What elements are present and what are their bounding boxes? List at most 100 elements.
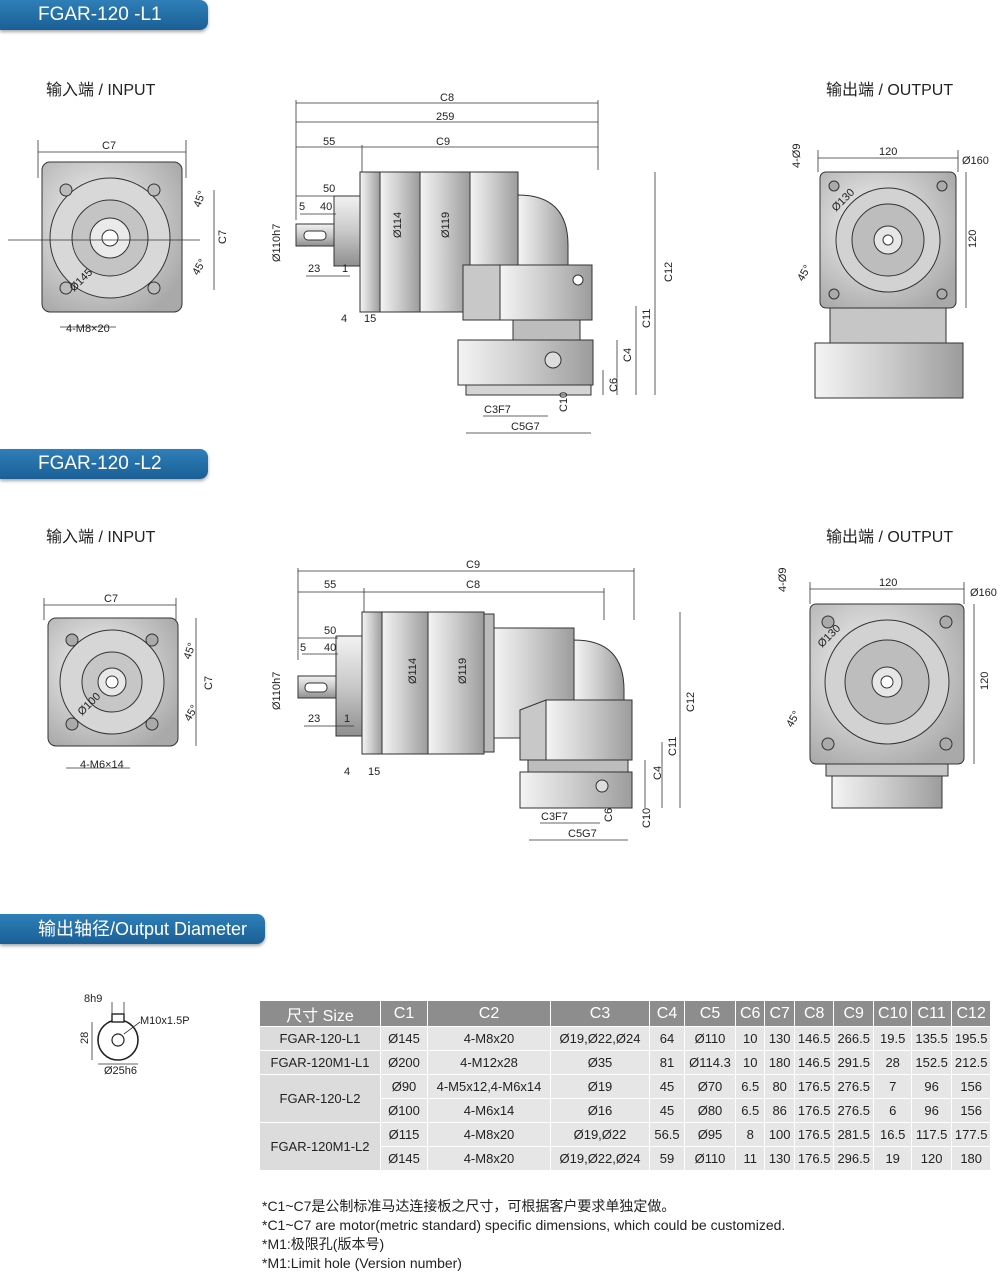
- cell-c1: Ø200: [380, 1050, 428, 1075]
- cell-c8: 146.5: [793, 1026, 835, 1051]
- cell-c6: 10: [734, 1026, 766, 1051]
- footnotes: *C1~C7是公制标准马达连接板之尺寸，可根据客户要求单独定做。 *C1~C7 …: [262, 1197, 785, 1273]
- section-title-l1: FGAR-120 -L1: [0, 0, 208, 30]
- l2-output-h120: 120: [979, 672, 991, 690]
- cell-c12: 156: [950, 1074, 992, 1099]
- header-size: 尺寸 Size: [259, 1000, 381, 1027]
- cell-c7: 100: [764, 1122, 795, 1147]
- cell-c6: 10: [734, 1050, 766, 1075]
- l1-output-h120: 120: [967, 230, 979, 248]
- l2-input-c7-side: C7: [203, 676, 215, 690]
- l2-input-c7-top: C7: [104, 593, 118, 605]
- shaft-height: 28: [79, 1032, 91, 1044]
- cell-c7: 80: [764, 1074, 795, 1099]
- cell-c10: 6: [872, 1098, 913, 1123]
- l1-side-c11: C11: [641, 309, 653, 328]
- l2-side-shaft: Ø110h7: [271, 672, 283, 710]
- l1-input-c7-side: C7: [217, 230, 229, 244]
- cell-c12: 156: [950, 1098, 992, 1123]
- header-c5: C5: [684, 1000, 736, 1027]
- cell-c11: 135.5: [911, 1026, 952, 1051]
- l1-output-angle: 45°: [795, 263, 814, 283]
- cell-c12: 180: [950, 1146, 992, 1171]
- header-c9: C9: [833, 1000, 874, 1027]
- cell-c1: Ø100: [380, 1098, 428, 1123]
- cell-c11: 152.5: [911, 1050, 952, 1075]
- cell-c4: 56.5: [649, 1122, 685, 1147]
- l1-side-c10: C10: [558, 392, 570, 412]
- l1-output-view: 120 Ø160 4-Ø9 Ø130 120 45°: [791, 144, 989, 399]
- cell-c8: 146.5: [793, 1050, 835, 1075]
- l2-input-holes: 4-M6×14: [80, 759, 124, 771]
- l2-side-d114: Ø114: [407, 658, 419, 684]
- header-c6: C6: [734, 1000, 766, 1027]
- cell-c3: Ø35: [550, 1050, 650, 1075]
- cell-c4: 45: [649, 1098, 685, 1123]
- cell-c6: 6.5: [734, 1098, 766, 1123]
- l1-side-55: 55: [323, 136, 335, 148]
- l1-input-c7-top: C7: [102, 140, 116, 152]
- l1-side-5: 5: [299, 201, 305, 213]
- cell-c2: 4-M5x12,4-M6x14: [427, 1074, 551, 1099]
- l2-side-5: 5: [300, 642, 306, 654]
- cell-c7: 180: [764, 1050, 795, 1075]
- l1-side-d119: Ø119: [440, 212, 452, 238]
- l2-output-view: 120 Ø160 4-Ø9 Ø130 120 45°: [777, 568, 997, 809]
- cell-c5: Ø114.3: [684, 1050, 736, 1075]
- output-label-l2: 输出端 / OUTPUT: [826, 529, 954, 546]
- table-row: FGAR-120M1-L2 Ø115 4-M8x20 Ø19,Ø22 56.5 …: [259, 1122, 992, 1171]
- cell-c6: 11: [734, 1146, 766, 1171]
- l1-input-view: C7 C7 45° 45° Ø145 4-M8×20: [8, 140, 229, 335]
- cell-c10: 7: [872, 1074, 913, 1099]
- shaft-key: 8h9: [84, 993, 102, 1005]
- cell-c4: 81: [649, 1050, 685, 1075]
- header-c4: C4: [649, 1000, 685, 1027]
- l1-side-15: 15: [364, 313, 376, 325]
- l1-side-259: 259: [436, 111, 454, 123]
- cell-size: FGAR-120-L2: [259, 1074, 381, 1123]
- l2-input-view: C7 C7 45° 45° Ø100 4-M6×14: [43, 593, 215, 771]
- l1-side-c5g7: C5G7: [511, 421, 540, 433]
- cell-c2: 4-M12x28: [427, 1050, 551, 1075]
- input-label-l2: 输入端 / INPUT: [46, 529, 156, 546]
- l1-side-23: 23: [308, 263, 320, 275]
- table-row: FGAR-120-L1 Ø145 4-M8x20 Ø19,Ø22,Ø24 64 …: [259, 1026, 992, 1051]
- shaft-thread: M10x1.5P: [140, 1015, 190, 1027]
- cell-c4: 59: [649, 1146, 685, 1171]
- cell-c2: 4-M8x20: [427, 1122, 551, 1147]
- section-title-l2: FGAR-120 -L2: [0, 449, 208, 479]
- l1-input-holes: 4-M8×20: [66, 323, 110, 335]
- header-c10: C10: [872, 1000, 913, 1027]
- l2-output-angle: 45°: [784, 709, 803, 729]
- spec-table-header: 尺寸 Size C1 C2 C3 C4 C5 C6 C7 C8 C9 C10 C…: [259, 1000, 992, 1027]
- cell-c2: 4-M6x14: [427, 1098, 551, 1123]
- cell-size: FGAR-120-L1: [259, 1026, 381, 1051]
- cell-c8: 176.5: [793, 1098, 835, 1123]
- l2-side-c4: C4: [652, 766, 664, 780]
- header-c7: C7: [764, 1000, 795, 1027]
- l2-side-c8: C8: [466, 579, 480, 591]
- l1-output-holes: 4-Ø9: [791, 144, 803, 168]
- cell-c3: Ø19,Ø22,Ø24: [550, 1026, 650, 1051]
- cell-c11: 120: [911, 1146, 952, 1171]
- cell-c10: 16.5: [872, 1122, 913, 1147]
- l2-input-angle-2: 45°: [182, 703, 201, 723]
- cell-c10: 28: [872, 1050, 913, 1075]
- l2-side-d119: Ø119: [457, 658, 469, 684]
- table-row: Ø145 4-M8x20 Ø19,Ø22,Ø24 59 Ø110 11 130 …: [260, 1146, 992, 1171]
- l1-input-angle-1: 45°: [192, 189, 209, 209]
- l2-side-c5g7: C5G7: [568, 828, 597, 840]
- l2-side-1: 1: [344, 713, 350, 725]
- input-label-l1: 输入端 / INPUT: [46, 82, 156, 99]
- cell-c9: 276.5: [833, 1098, 874, 1123]
- spec-table: 尺寸 Size C1 C2 C3 C4 C5 C6 C7 C8 C9 C10 C…: [259, 1000, 992, 1171]
- note-3: *M1:极限孔(版本号): [262, 1236, 385, 1252]
- header-c2: C2: [427, 1000, 551, 1027]
- cell-c9: 291.5: [833, 1050, 874, 1075]
- l2-side-55: 55: [324, 579, 336, 591]
- l1-side-d114: Ø114: [392, 212, 404, 238]
- cell-c9: 276.5: [833, 1074, 874, 1099]
- cell-c3: Ø16: [550, 1098, 650, 1123]
- cell-c5: Ø80: [684, 1098, 736, 1123]
